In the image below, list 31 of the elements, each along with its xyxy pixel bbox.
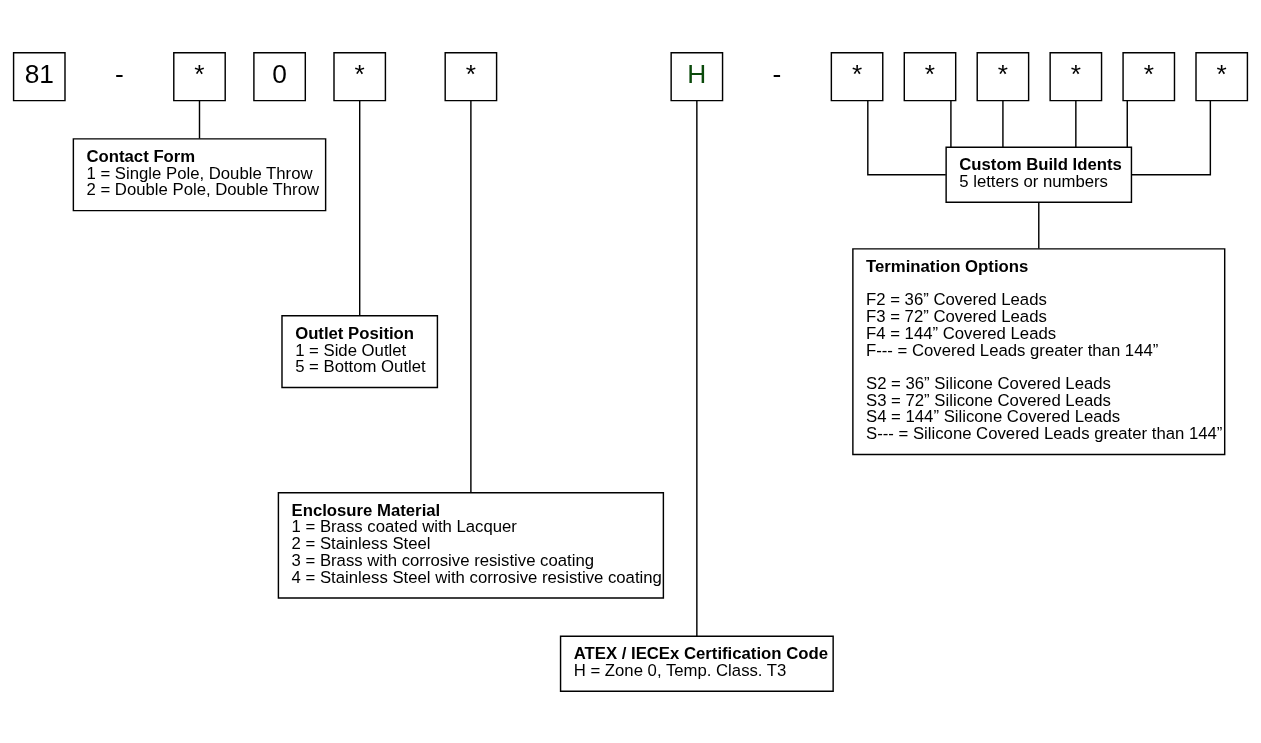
node-box: Enclosure Material 1 = Brass coated with Lacquer 2 = Stainless Steel 3 = Brass with corrosive resistive coating 4 = Stainless Steel with corrosive resistive coating: [277, 491, 665, 599]
connector: [359, 99, 361, 316]
connector: [696, 99, 698, 637]
connector: [198, 99, 201, 139]
connector: [1126, 99, 1128, 148]
connector: [470, 99, 472, 493]
label: -: [772, 58, 782, 89]
connector: [1130, 99, 1212, 175]
connector: [950, 99, 952, 148]
node-box: *: [1195, 51, 1249, 101]
node-box: *: [173, 51, 226, 101]
connector: [1038, 201, 1040, 249]
connector: [1075, 99, 1077, 148]
node-box: *: [903, 51, 957, 101]
node-box: *: [1049, 51, 1103, 101]
node-box: 81: [12, 51, 66, 101]
node-box: Termination Options F2 = 36” Covered Leads F3 = 72” Covered Leads F4 = 144” Covered Leads F--- = Covered Leads greater than 144” S2 = 36” Silicone Covered Leads S3 = 72” Silicone Covered Leads S4 = 144” Silicone Covered Leads S--- = Silicone Covered Leads greater than 144”: [852, 247, 1226, 455]
node-box: *: [976, 51, 1030, 101]
label: -: [115, 58, 124, 89]
node-box: *: [333, 51, 387, 101]
connector: [1002, 99, 1004, 148]
node-box: Outlet Position 1 = Side Outlet 5 = Bottom Outlet: [281, 314, 439, 388]
node-box: ATEX / IECEx Certification Code H = Zone 0, Temp. Class. T3: [559, 635, 834, 692]
node-box: Custom Build Idents 5 letters or numbers: [945, 146, 1133, 203]
node-box: Contact Form 1 = Single Pole, Double Throw 2 = Double Pole, Double Throw: [72, 137, 327, 211]
node-box: *: [444, 51, 498, 101]
node-box: 0: [253, 51, 306, 101]
node-box: *: [830, 51, 884, 101]
node-box: H: [670, 51, 724, 101]
connector: [867, 99, 947, 175]
node-box: *: [1122, 51, 1176, 101]
